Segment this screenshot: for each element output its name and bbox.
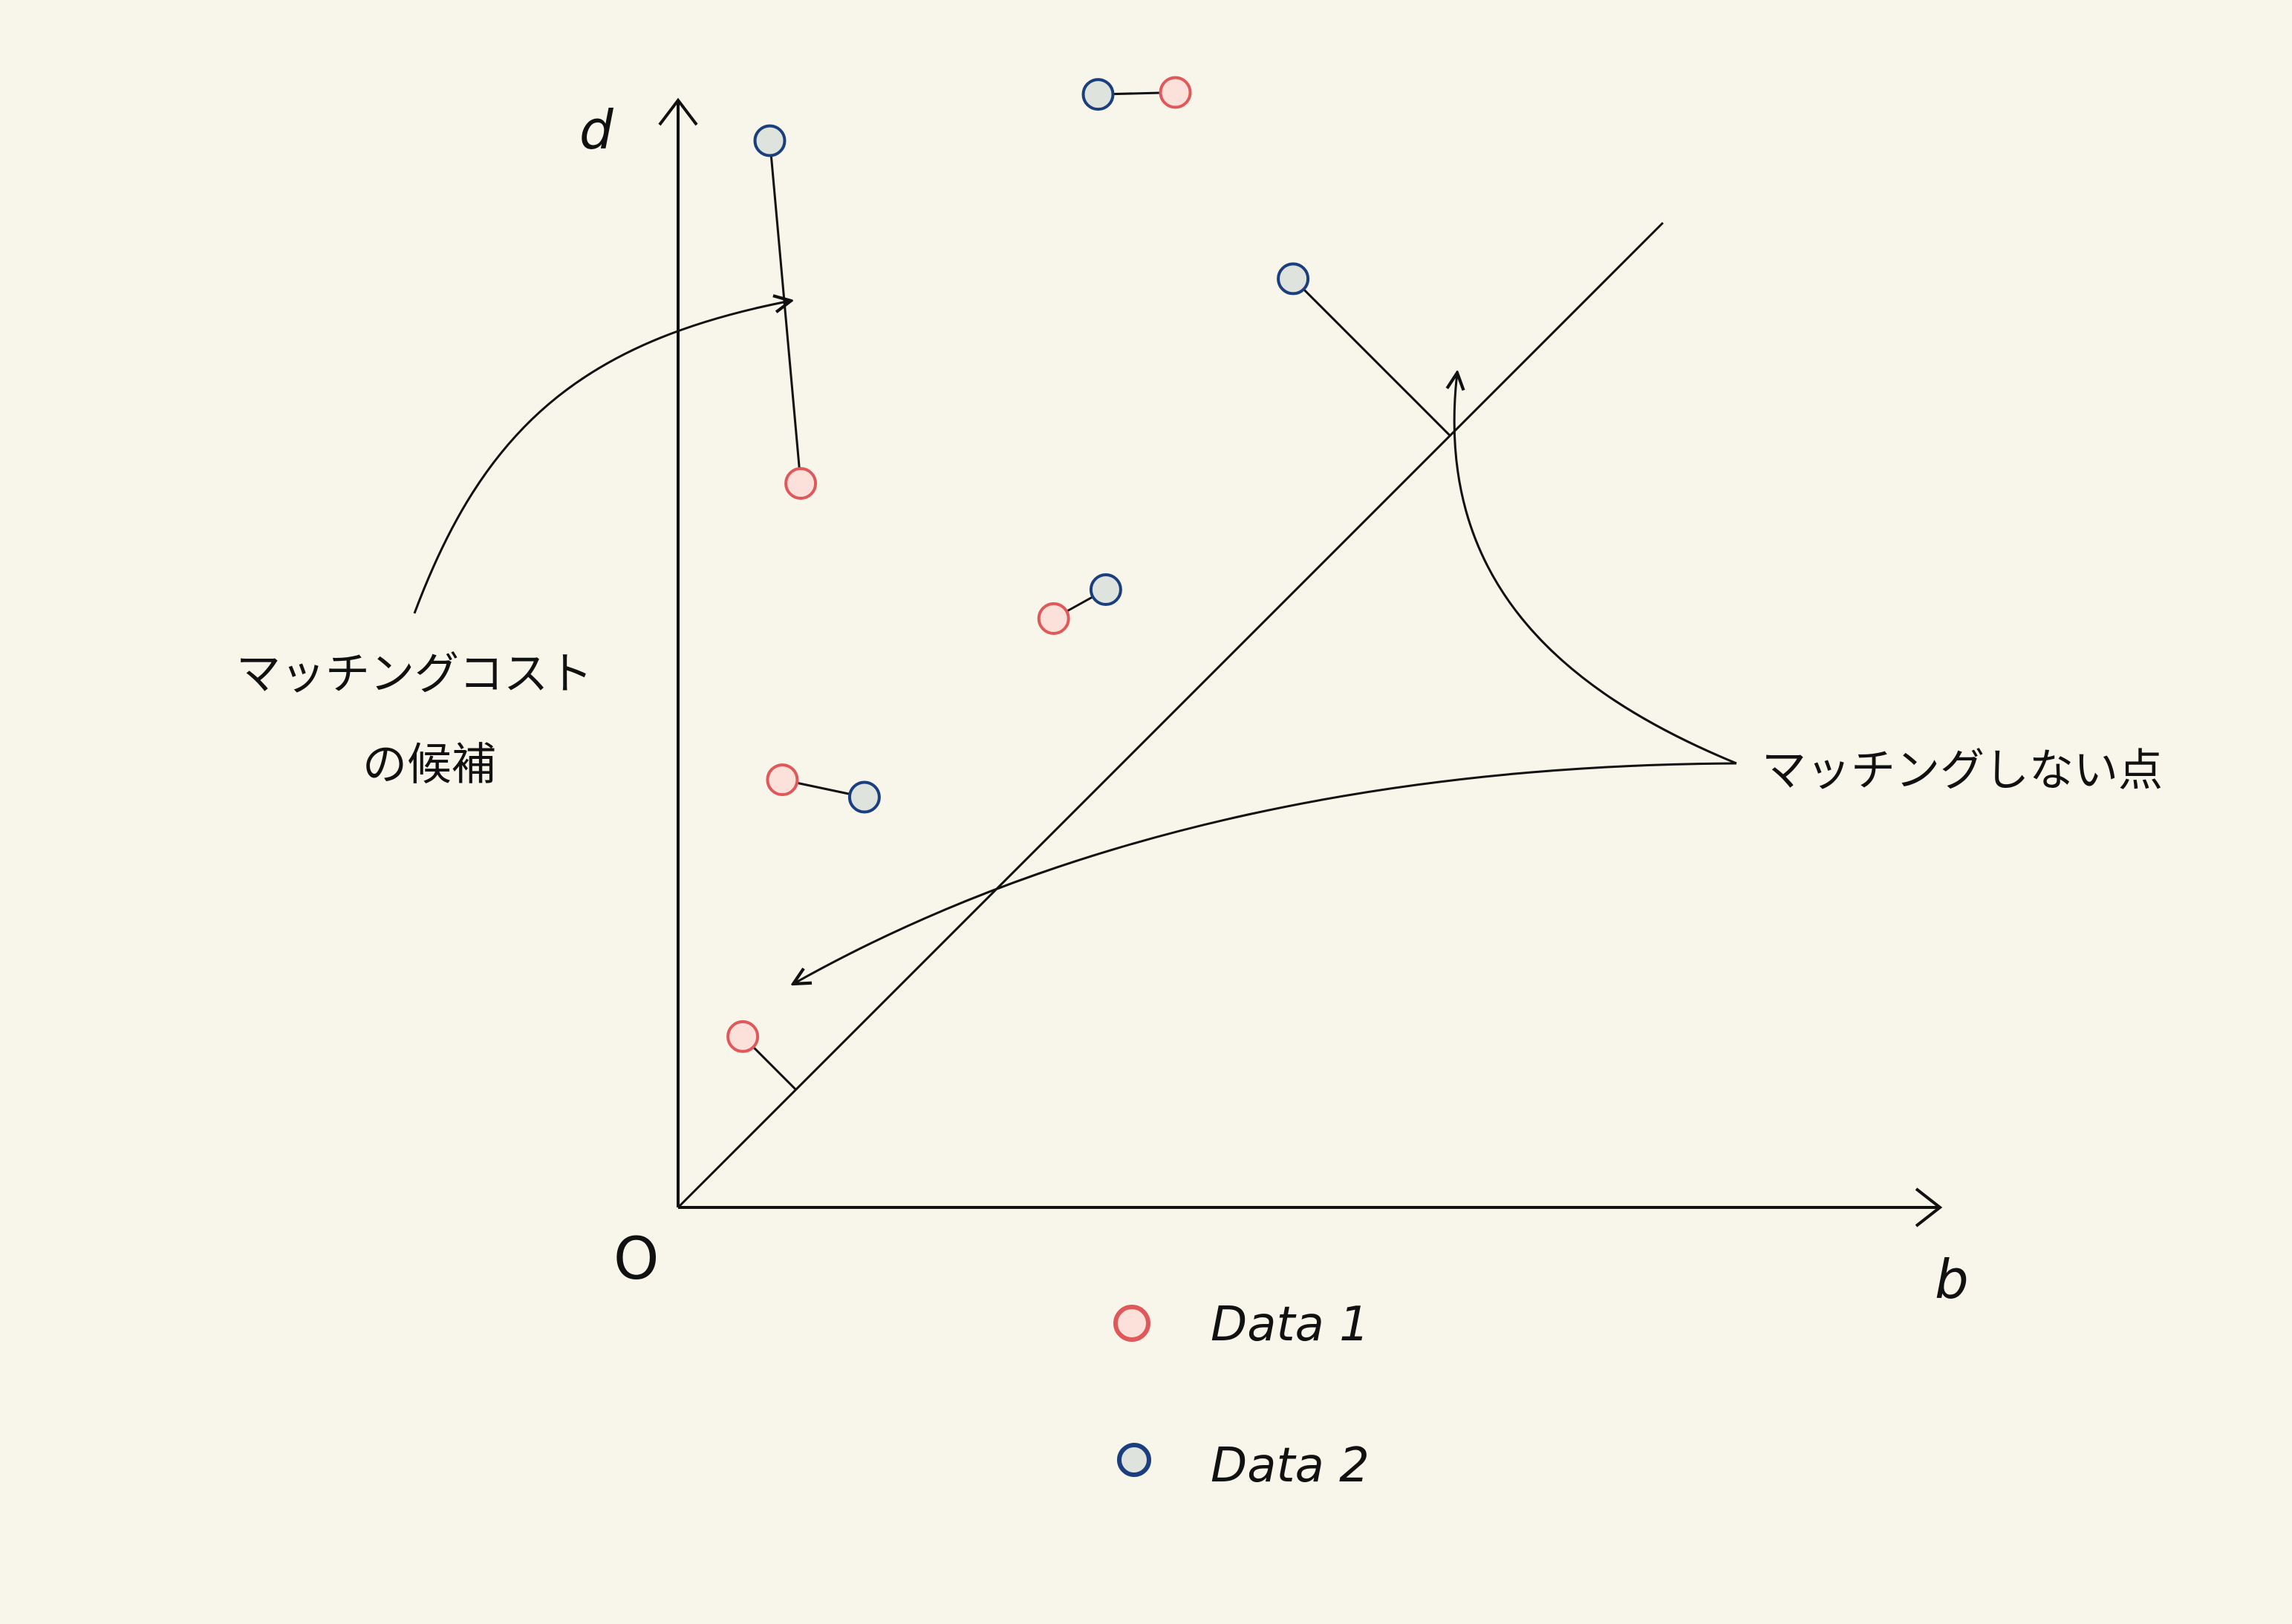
matching-line: [769, 140, 802, 484]
data-1-point: [784, 467, 818, 500]
legend-label-data-2: Data 2: [1211, 1438, 1370, 1493]
data-points: [726, 76, 1310, 1053]
matching-cost-label-line1: マッチングコスト: [236, 648, 593, 700]
legend-label-data-1: Data 1: [1211, 1297, 1370, 1352]
diagonal-projection-line: [1292, 278, 1451, 437]
origin-label: O: [613, 1226, 659, 1293]
legend-marker-data-2: [1117, 1443, 1151, 1477]
data-2-point: [753, 124, 787, 157]
y-axis-arrowhead: [658, 97, 698, 126]
diagonal-line: [677, 221, 1664, 1209]
data-1-point: [766, 763, 799, 797]
legend-marker-data-1: [1113, 1305, 1150, 1342]
data-1-point: [1037, 602, 1070, 635]
data-1-point: [726, 1020, 760, 1053]
data-2-point: [847, 780, 881, 814]
matching-cost-label-line2: の候補: [362, 739, 496, 791]
data-1-point: [1159, 76, 1192, 109]
data-2-point: [1277, 262, 1310, 296]
matching-cost-arrow: [413, 301, 791, 614]
x-axis-label: b: [1935, 1248, 1969, 1311]
axes: [658, 97, 1943, 1227]
data-2-point: [1081, 78, 1115, 111]
y-axis-label: d: [579, 99, 614, 161]
unmatched-label: マッチングしない点: [1762, 745, 2163, 797]
x-axis-arrowhead: [1915, 1187, 1943, 1227]
legend: Data 1 Data 2: [1113, 1297, 1370, 1493]
unmatched-arrow-up: [1454, 373, 1737, 765]
unmatched-arrow-left: [793, 762, 1737, 984]
data-2-point: [1089, 573, 1122, 606]
